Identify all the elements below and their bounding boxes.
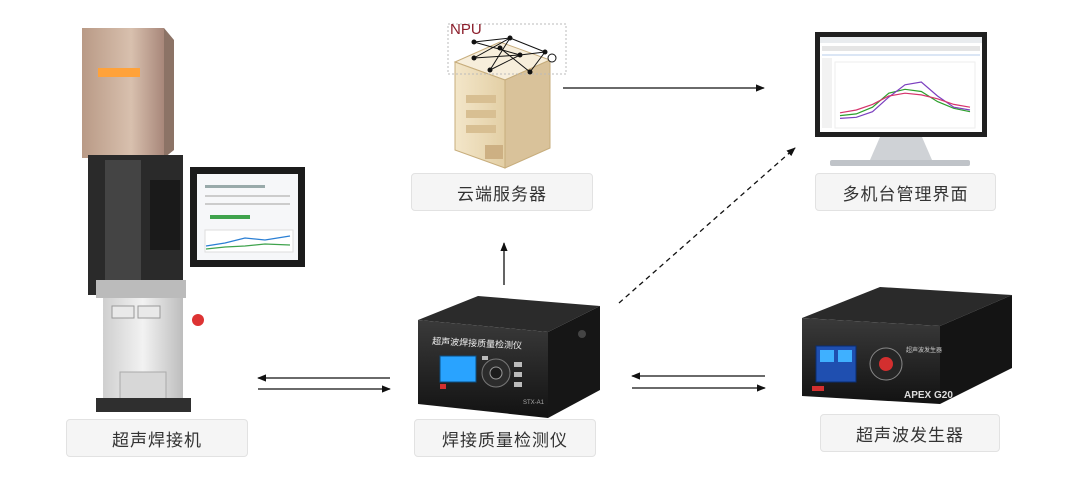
- npu-label: NPU: [450, 21, 482, 38]
- generator-panel-title: 超声波发生器: [906, 346, 942, 354]
- monitor-model-label: STX-A1: [523, 400, 545, 406]
- mini-chart-series-2: [839, 81, 971, 119]
- cloud-server-image: [453, 41, 552, 169]
- mini-line-chart: [839, 81, 971, 119]
- npu-network-graphic: [447, 23, 567, 75]
- welder-touch-screen: [190, 167, 305, 267]
- quality-monitor-label: 焊接质量检测仪: [414, 419, 596, 457]
- multi-machine-ui-label: 多机台管理界面: [815, 173, 996, 211]
- mini-chart-series-3: [839, 92, 971, 114]
- ultrasonic-welder-label: 超声焊接机: [66, 419, 248, 457]
- cloud-server-label: 云端服务器: [411, 173, 593, 211]
- ultrasonic-welder-image: [82, 28, 204, 412]
- quality-monitor-image: [418, 296, 600, 418]
- arrow-monitor-to-multi-dashed: [618, 147, 796, 304]
- ultrasonic-generator-image: [802, 287, 1012, 404]
- monitor-panel-title: 超声波焊接质量检测仪: [432, 335, 522, 351]
- ultrasonic-generator-label: 超声波发生器: [820, 414, 1000, 452]
- multi-machine-monitor-image: [815, 32, 987, 166]
- mini-chart-series-1: [839, 88, 971, 117]
- generator-model-label: APEX G20: [904, 390, 953, 401]
